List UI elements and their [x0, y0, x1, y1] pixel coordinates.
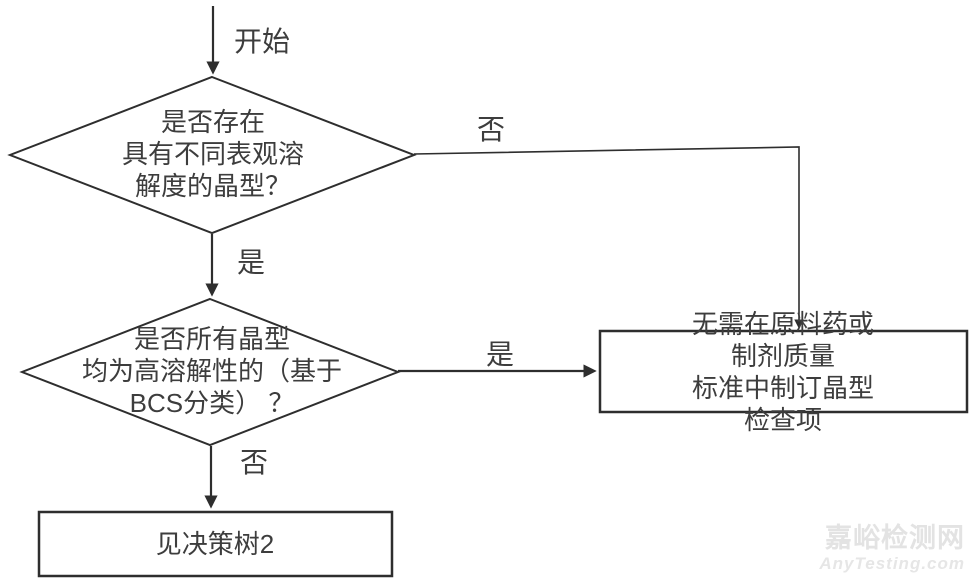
- watermark-site-name: 嘉峪检测网: [825, 523, 965, 553]
- decision1-text: 是否存在 具有不同表观溶 解度的晶型？: [121, 107, 305, 201]
- decision1-diamond: [7, 75, 417, 235]
- decision1-no-label: 否: [476, 114, 506, 145]
- decision2-no-label: 否: [239, 447, 269, 478]
- watermark: 嘉峪检测网 AnyTesting.com: [819, 523, 965, 574]
- result-box: [598, 329, 969, 414]
- result-box-text: 无需在原料药或制剂质量 标准中制订晶型检查项: [691, 309, 874, 435]
- decision2-text: 是否所有晶型 均为高溶解性的（基于 BCS分类） ？: [81, 324, 343, 418]
- next-box: [37, 510, 394, 578]
- decision2-yes-label: 是: [485, 339, 515, 370]
- decision1-no-connector: [413, 146, 804, 329]
- start-label: 开始: [233, 26, 291, 57]
- next-box-text: 见决策树2: [155, 529, 275, 559]
- decision1-yes-label: 是: [236, 247, 266, 278]
- watermark-site-url: AnyTesting.com: [819, 554, 965, 573]
- decision2-diamond: [19, 297, 401, 447]
